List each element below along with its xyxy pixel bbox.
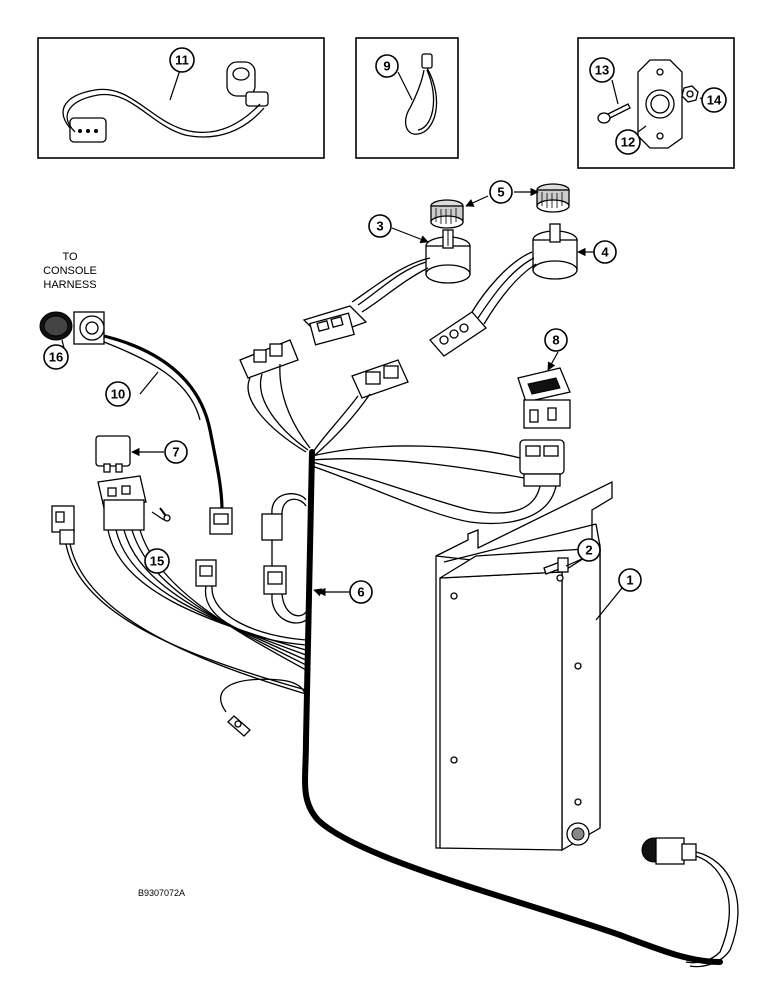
callout-8: 8 [544, 328, 568, 352]
callout-14: 14 [701, 87, 727, 113]
svg-text:9: 9 [383, 59, 390, 74]
svg-text:7: 7 [172, 445, 179, 460]
callout-2: 2 [577, 538, 601, 562]
callout-12: 12 [615, 129, 641, 155]
connector-right [519, 439, 565, 487]
svg-text:8: 8 [552, 333, 559, 348]
potentiometer-3 [425, 229, 471, 284]
callout-1: 1 [618, 568, 642, 592]
controller-module-1 [435, 480, 613, 852]
potentiometer-4 [532, 223, 578, 280]
rocker-switch-8 [517, 367, 571, 429]
callout-4: 4 [593, 240, 617, 264]
callout-11: 11 [169, 47, 195, 73]
knob-5-left [430, 199, 464, 229]
connector-pot-3 [302, 305, 368, 346]
callout-7: 7 [164, 440, 188, 464]
console-connector-16 [39, 311, 105, 345]
bracket-screw [597, 103, 631, 124]
callout-16: 16 [43, 344, 69, 370]
connector-lower-left [195, 559, 217, 587]
inset-box-bracket-12 [577, 37, 735, 169]
harness-10 [103, 334, 224, 511]
callout-10: 10 [105, 381, 131, 407]
svg-text:14: 14 [707, 93, 722, 108]
svg-text:6: 6 [357, 585, 364, 600]
svg-text:11: 11 [175, 53, 189, 68]
callout-15: 15 [144, 548, 170, 574]
knob-5-right [536, 183, 570, 213]
output-plug [641, 837, 697, 865]
relay-socket [97, 475, 147, 531]
connector-middle [351, 359, 409, 399]
svg-text:5: 5 [497, 185, 504, 200]
main-harness-trunk [302, 449, 723, 965]
svg-text:15: 15 [150, 554, 164, 569]
callout-5: 5 [489, 180, 513, 204]
svg-text:12: 12 [621, 135, 635, 150]
connector-upper-left [239, 339, 299, 379]
callout-13: 13 [589, 57, 615, 83]
cable-strap [404, 53, 438, 135]
svg-text:16: 16 [49, 350, 63, 365]
relay-7 [95, 435, 131, 473]
harness-10-end-connector [209, 507, 233, 535]
svg-text:3: 3 [376, 219, 383, 234]
svg-text:13: 13 [595, 63, 609, 78]
bracket-nut [681, 85, 699, 103]
console-note-line-2: CONSOLE [43, 265, 97, 277]
inset-box-strap-9 [355, 37, 459, 159]
ground-terminal [227, 715, 251, 737]
inset-lamp-socket [226, 61, 269, 107]
connector-pot-4 [429, 311, 487, 357]
connector-pair-6 [261, 513, 287, 595]
connector-far-left [51, 505, 75, 545]
callout-3: 3 [368, 214, 392, 238]
screw-15 [159, 507, 171, 522]
svg-text:10: 10 [111, 387, 125, 402]
callout-6: 6 [349, 580, 373, 604]
figure-id: B9307072A [138, 888, 185, 898]
inset-wire-a [62, 88, 261, 134]
svg-text:1: 1 [626, 573, 633, 588]
mounting-bracket [637, 59, 683, 149]
callout-9: 9 [375, 54, 399, 78]
console-note-line-1: TO [62, 251, 78, 263]
svg-text:2: 2 [585, 543, 592, 558]
svg-text:4: 4 [601, 245, 609, 260]
inset-connector-plug [69, 117, 107, 143]
console-note-line-3: HARNESS [43, 279, 96, 291]
inset-wire-b [66, 93, 265, 138]
